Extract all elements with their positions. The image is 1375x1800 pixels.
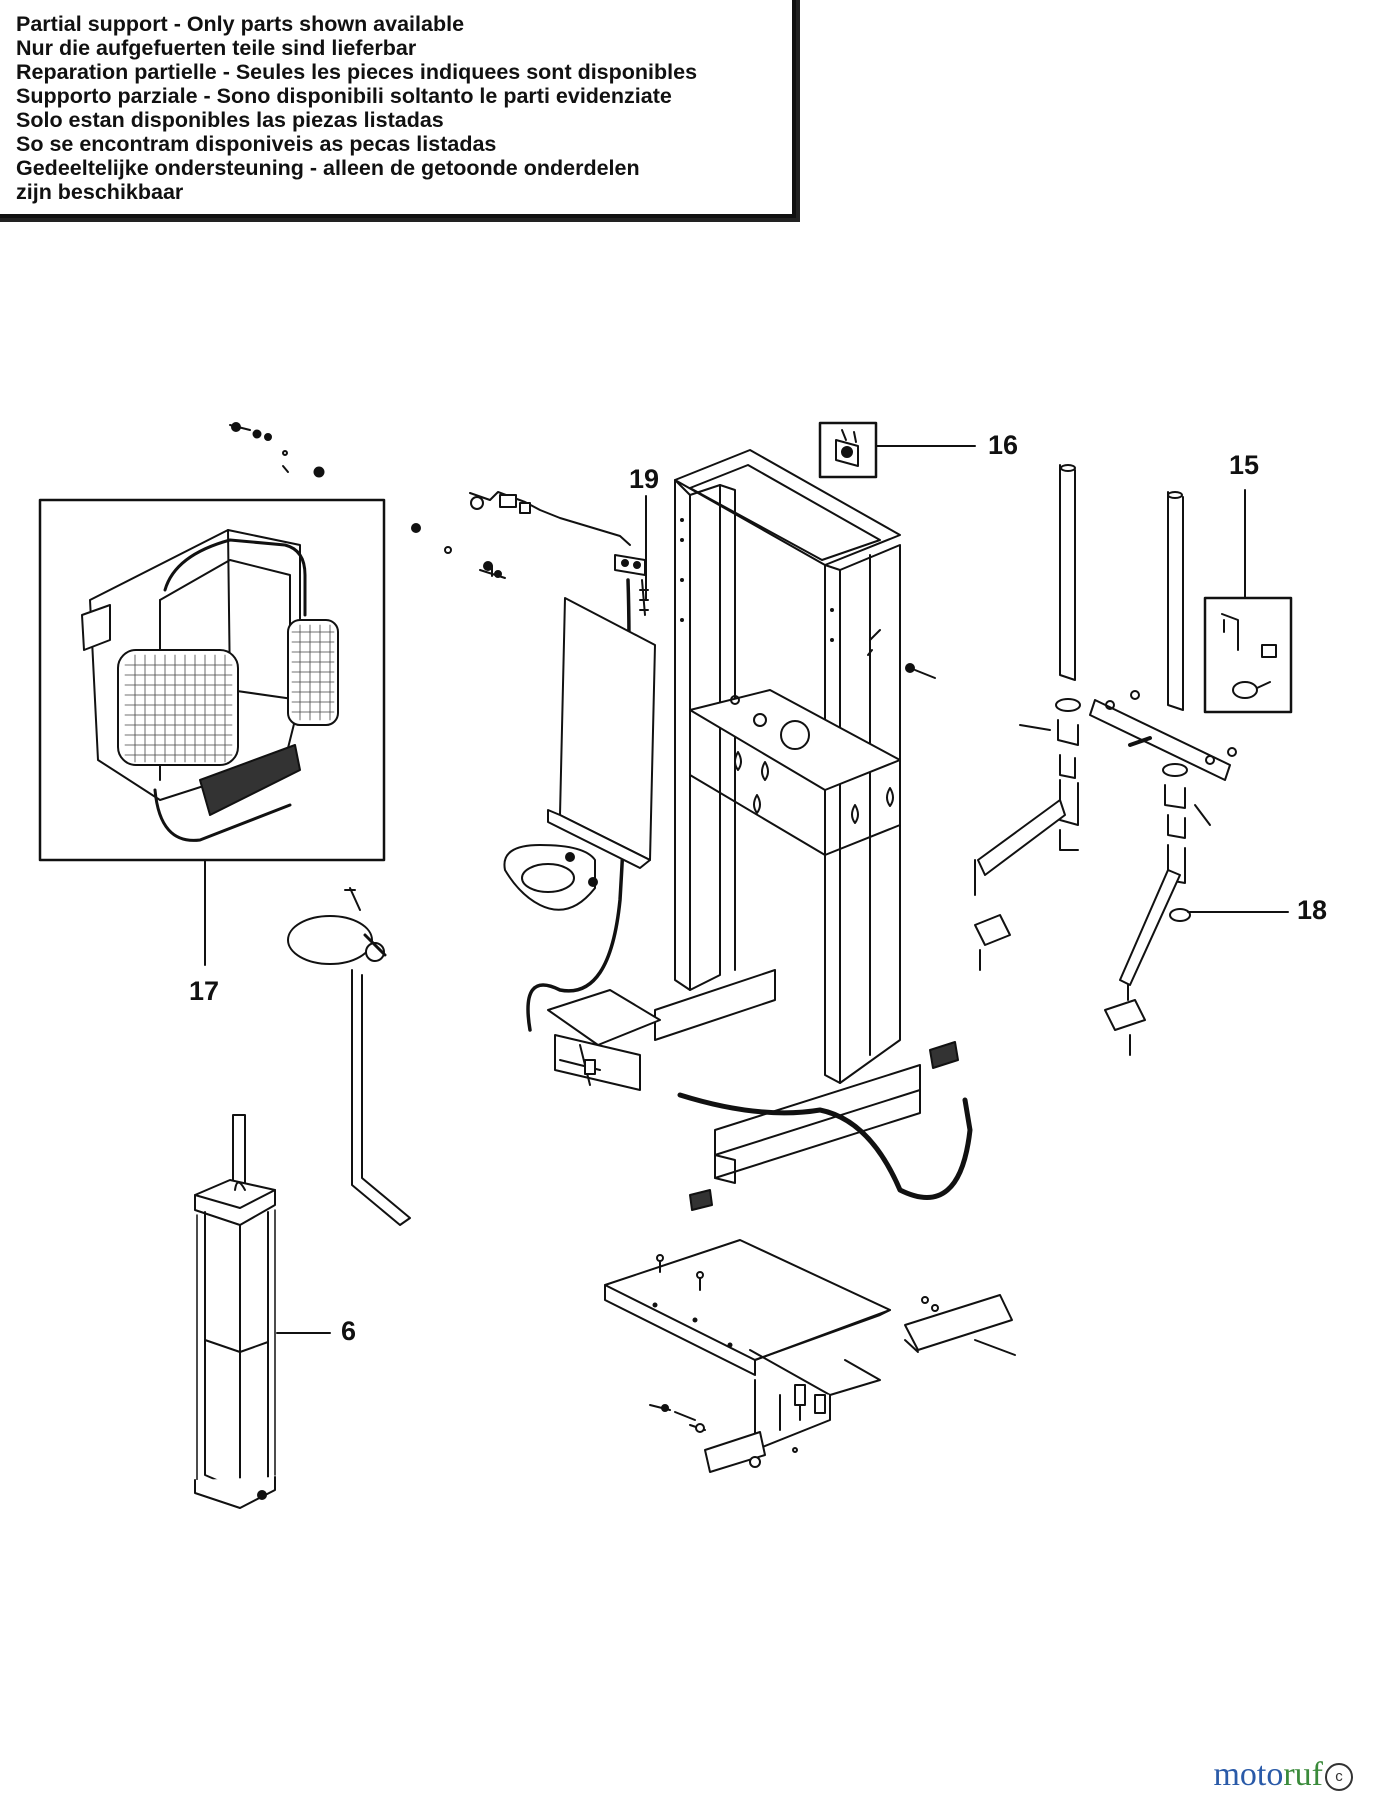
support-tubes bbox=[1059, 464, 1184, 711]
notice-line-pt: So se encontram disponiveis as pecas lis… bbox=[16, 132, 497, 156]
part-16-switch bbox=[818, 421, 878, 479]
watermark-part-2: ruf bbox=[1283, 1756, 1323, 1793]
frame-bolts bbox=[867, 629, 936, 679]
tube-clamp-bar bbox=[1089, 690, 1237, 781]
guard-fasteners bbox=[229, 422, 325, 478]
foot-pedal bbox=[547, 989, 661, 1091]
base-bar-side bbox=[904, 1294, 1016, 1356]
notice-line-de: Nur die aufgefuerten teile sind lieferba… bbox=[16, 36, 417, 60]
callout-15: 15 bbox=[1229, 450, 1260, 480]
notice-line-nl: Gedeeltelijke ondersteuning - alleen de … bbox=[16, 156, 640, 180]
watermark-seal-icon: c bbox=[1325, 1763, 1353, 1792]
base-fasteners bbox=[656, 1254, 798, 1453]
part-18-swing-arm bbox=[1104, 763, 1211, 1056]
notice-lines: Partial support - Only parts shown avail… bbox=[16, 12, 697, 204]
callout-17: 17 bbox=[189, 976, 220, 1006]
watermark-part-1: moto bbox=[1213, 1756, 1284, 1793]
part-17-guard-basket bbox=[38, 498, 386, 862]
part-19-fittings bbox=[411, 523, 506, 579]
air-hose bbox=[677, 1092, 973, 1200]
back-plate bbox=[547, 597, 656, 869]
callout-6: 6 bbox=[341, 1316, 357, 1346]
horseshoe-plate bbox=[503, 844, 598, 911]
hose-end-pads bbox=[689, 1041, 959, 1211]
base-plate-assembly bbox=[604, 1239, 891, 1451]
notice-line-fr: Reparation partielle - Seules les pieces… bbox=[16, 60, 698, 84]
valve-block bbox=[649, 1404, 766, 1473]
part-15-bracket bbox=[1203, 596, 1293, 714]
lever-disc-rod bbox=[287, 887, 411, 1226]
callout-18: 18 bbox=[1297, 895, 1328, 925]
part-6-cylinder bbox=[194, 1114, 276, 1509]
notice-line-it: Supporto parziale - Sono disponibili sol… bbox=[16, 84, 672, 108]
press-frame bbox=[654, 449, 921, 1184]
partial-support-notice: Partial support - Only parts shown avail… bbox=[0, 0, 796, 218]
notice-line-es: Solo estan disponibles las piezas listad… bbox=[16, 108, 444, 132]
callout-16: 16 bbox=[988, 430, 1019, 460]
notice-line-nl-2: zijn beschikbaar bbox=[16, 180, 184, 204]
notice-line-en: Partial support - Only parts shown avail… bbox=[16, 12, 465, 36]
swing-arm-left bbox=[974, 698, 1081, 971]
callout-19: 19 bbox=[629, 464, 660, 494]
